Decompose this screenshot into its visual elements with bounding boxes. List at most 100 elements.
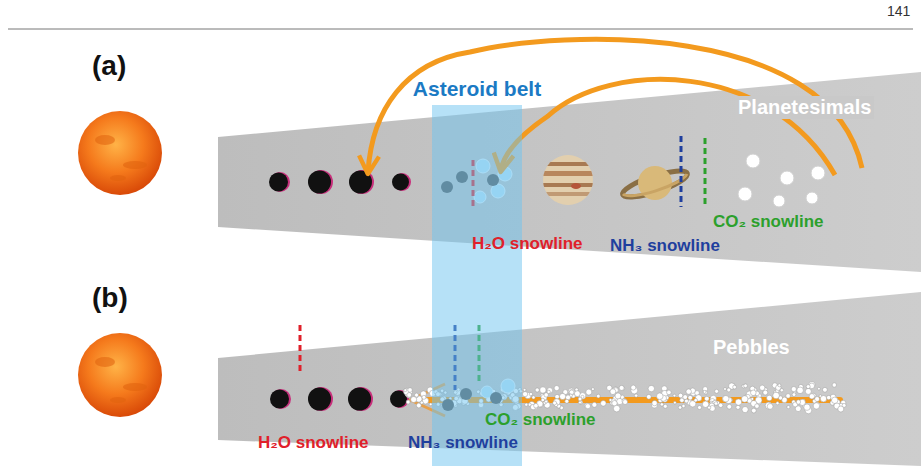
pebble bbox=[682, 404, 685, 407]
pebble bbox=[411, 397, 417, 403]
pebble bbox=[805, 388, 811, 394]
pebble bbox=[610, 389, 616, 395]
pebble bbox=[751, 390, 757, 396]
pebble bbox=[765, 402, 772, 409]
pebble bbox=[735, 399, 741, 405]
pebble bbox=[678, 406, 682, 410]
saturn bbox=[620, 166, 690, 202]
pebble bbox=[787, 406, 790, 409]
pebble bbox=[663, 404, 667, 408]
pebble bbox=[623, 400, 628, 405]
pebble bbox=[815, 397, 820, 402]
sun-texture bbox=[95, 135, 147, 403]
pebble bbox=[704, 391, 707, 394]
pebble bbox=[686, 389, 691, 394]
pebble bbox=[827, 395, 831, 399]
pebble bbox=[541, 398, 545, 402]
snowline-label: H₂O snowline bbox=[472, 234, 583, 254]
pebble bbox=[540, 387, 546, 393]
snowline-label: H₂O snowline bbox=[258, 433, 369, 453]
pebble bbox=[708, 406, 711, 409]
pebble bbox=[407, 393, 412, 398]
pebble bbox=[727, 388, 731, 392]
pebble bbox=[760, 385, 765, 390]
pebble bbox=[719, 403, 723, 407]
pebble bbox=[657, 393, 664, 400]
pebble bbox=[744, 384, 748, 388]
region-label: Planetesimals bbox=[735, 96, 874, 119]
pebble bbox=[667, 390, 672, 395]
pebble bbox=[698, 406, 702, 410]
pebble bbox=[609, 399, 612, 402]
planet bbox=[270, 387, 409, 411]
pebble bbox=[592, 402, 597, 407]
pebble bbox=[415, 393, 419, 397]
pebble bbox=[767, 404, 773, 410]
pebble bbox=[523, 388, 526, 391]
snowline-label: NH₃ snowline bbox=[610, 236, 720, 256]
pebble bbox=[806, 385, 810, 389]
pebble bbox=[814, 402, 820, 408]
pebble bbox=[678, 393, 683, 398]
pebble bbox=[565, 399, 569, 403]
pebble bbox=[776, 402, 779, 405]
snowline bbox=[680, 136, 683, 207]
pebble bbox=[634, 394, 637, 397]
pebble bbox=[547, 388, 553, 394]
pebble bbox=[406, 400, 410, 404]
pebble bbox=[622, 399, 627, 404]
pebble bbox=[613, 405, 620, 412]
pebble bbox=[586, 389, 592, 395]
pebble bbox=[422, 395, 426, 399]
pebble bbox=[408, 388, 413, 393]
panel-label: (a) bbox=[92, 50, 126, 82]
pebble bbox=[727, 404, 732, 409]
pebble bbox=[420, 401, 423, 404]
pebble bbox=[714, 402, 718, 406]
pebble bbox=[601, 401, 607, 407]
pebble bbox=[804, 404, 810, 410]
pebble bbox=[723, 396, 729, 402]
pebble bbox=[797, 387, 804, 394]
pebble bbox=[404, 389, 407, 392]
pebble bbox=[767, 395, 773, 401]
jupiter bbox=[540, 155, 600, 205]
pebble bbox=[560, 393, 566, 399]
pebble bbox=[763, 391, 768, 396]
pebble bbox=[704, 396, 709, 401]
pebble bbox=[553, 401, 557, 405]
pebble bbox=[683, 395, 688, 400]
pebble bbox=[547, 390, 550, 393]
pebble bbox=[751, 398, 754, 401]
pebble bbox=[596, 394, 600, 398]
pebble bbox=[820, 396, 826, 402]
pebble bbox=[591, 388, 594, 391]
pebble bbox=[545, 400, 548, 403]
disc bbox=[218, 72, 921, 272]
pebble bbox=[568, 388, 574, 394]
pebble bbox=[619, 385, 624, 390]
snowline bbox=[299, 325, 302, 372]
pebble bbox=[554, 386, 559, 391]
pebble bbox=[584, 403, 589, 408]
pebble bbox=[773, 392, 780, 399]
snowline bbox=[704, 138, 707, 207]
pebble bbox=[823, 387, 828, 392]
pebble bbox=[652, 400, 657, 405]
page-number: 141 bbox=[887, 3, 910, 19]
panel-label: (b) bbox=[92, 282, 128, 314]
pebble bbox=[646, 394, 651, 399]
pebble bbox=[818, 387, 821, 390]
pebble bbox=[786, 394, 791, 399]
pebble bbox=[792, 393, 796, 397]
pebble bbox=[809, 394, 814, 399]
pebble bbox=[688, 395, 693, 400]
sun bbox=[78, 333, 162, 417]
snowline-label: NH₃ snowline bbox=[408, 433, 518, 453]
pebble bbox=[736, 405, 740, 409]
pebble bbox=[578, 397, 582, 401]
region-heading: Asteroid belt bbox=[413, 77, 541, 101]
pebble bbox=[523, 392, 528, 397]
pebble bbox=[778, 384, 781, 387]
pebble bbox=[648, 385, 654, 391]
